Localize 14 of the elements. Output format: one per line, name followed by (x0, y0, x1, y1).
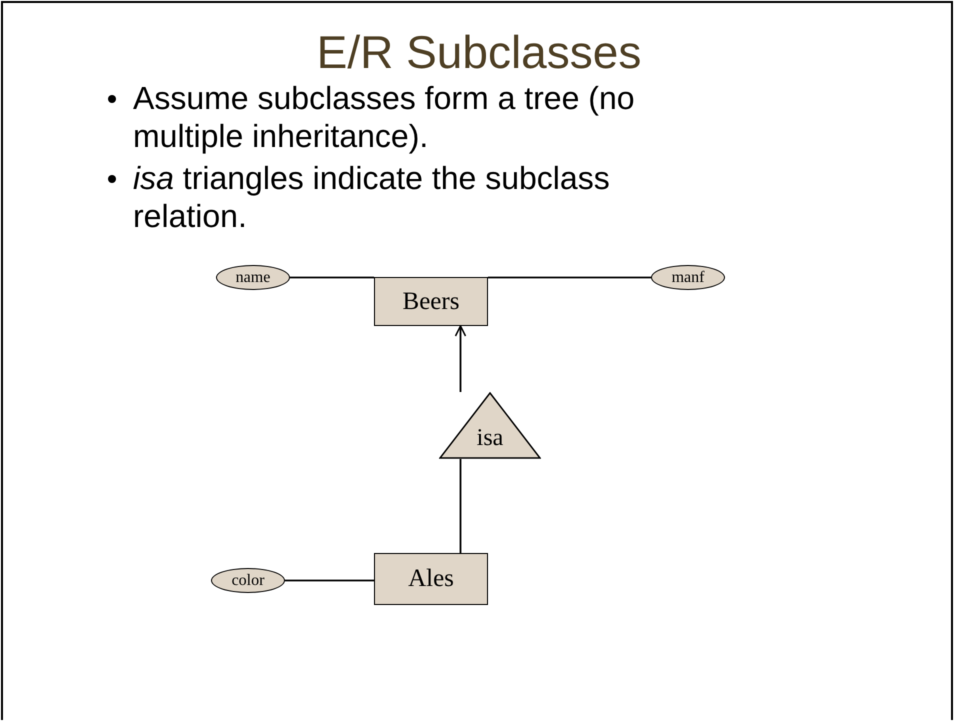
attribute-ellipse: manf (651, 265, 725, 290)
bullet-text: Assume subclasses form a tree (no multiple inheritance). (133, 80, 635, 154)
bullet-text: isa triangles indicate the subclass relation. (133, 160, 610, 234)
entity-box: Beers (374, 277, 488, 326)
attribute-ellipse: name (216, 265, 290, 290)
connector-line (488, 276, 651, 278)
entity-box: Ales (374, 553, 488, 605)
slide-title: E/R Subclasses (316, 25, 642, 79)
connector-line (460, 459, 462, 553)
isa-triangle: isa (439, 392, 541, 459)
connector-line (285, 580, 374, 582)
arrow (454, 325, 466, 392)
attribute-ellipse: color (211, 568, 285, 593)
connector-line (290, 276, 374, 278)
